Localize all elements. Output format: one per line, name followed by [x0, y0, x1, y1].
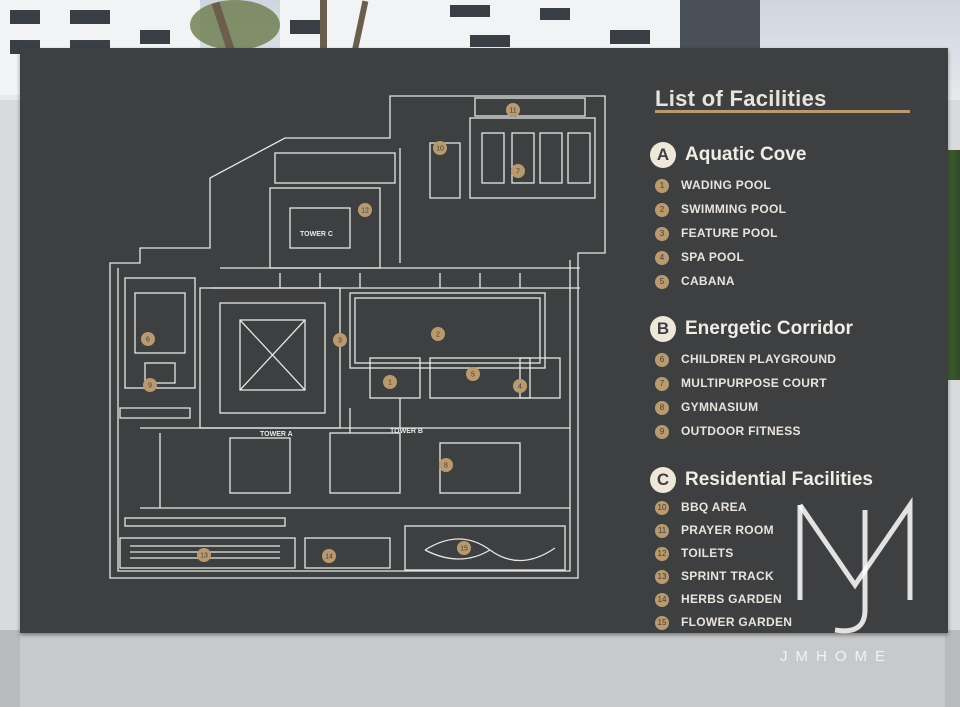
plan-pin: 8 [444, 463, 448, 470]
item-label: SPRINT TRACK [681, 569, 774, 583]
item-number: 7 [655, 377, 669, 391]
item-number: 11 [655, 524, 669, 538]
item-label: BBQ AREA [681, 500, 747, 514]
section-badge: A [650, 142, 676, 168]
plan-label-tower-b: TOWER B [390, 428, 423, 435]
item-number: 1 [655, 179, 669, 193]
item-label: TOILETS [681, 546, 734, 560]
item-number: 3 [655, 227, 669, 241]
plan-label-tower-c: TOWER C [300, 231, 333, 238]
item-label: WADING POOL [681, 178, 771, 192]
site-plan: TOWER C TOWER A TOWER B 1 2 3 4 5 6 7 8 … [109, 95, 606, 579]
item-label: SWIMMING POOL [681, 202, 787, 216]
item-label: FEATURE POOL [681, 226, 778, 240]
item-number: 10 [655, 501, 669, 515]
section-title: Residential Facilities [685, 469, 873, 490]
plan-pin: 2 [436, 332, 440, 339]
item-label: OUTDOOR FITNESS [681, 424, 801, 438]
item-number: 6 [655, 353, 669, 367]
item-number: 2 [655, 203, 669, 217]
item-label: HERBS GARDEN [681, 592, 782, 606]
item-number: 4 [655, 251, 669, 265]
tree-trunk [320, 0, 327, 55]
watermark-text: JMHOME [780, 648, 893, 665]
item-label: MULTIPURPOSE COURT [681, 376, 827, 390]
plan-pin: 14 [325, 554, 333, 561]
facility-sign-board: TOWER C TOWER A TOWER B 1 2 3 4 5 6 7 8 … [20, 48, 948, 633]
section-badge: B [650, 316, 676, 342]
plan-label-tower-a: TOWER A [260, 431, 293, 438]
item-label: CHILDREN PLAYGROUND [681, 352, 837, 366]
heading-underline [655, 110, 910, 113]
building-dark-block [680, 0, 760, 50]
item-number: 15 [655, 616, 669, 630]
plan-pin: 10 [436, 146, 444, 153]
plan-pin: 13 [200, 553, 208, 560]
item-number: 14 [655, 593, 669, 607]
facilities-heading: List of Facilities [655, 86, 827, 111]
item-number: 13 [655, 570, 669, 584]
tree-foliage [190, 0, 280, 50]
item-number: 8 [655, 401, 669, 415]
plan-pin: 5 [471, 372, 475, 379]
item-label: PRAYER ROOM [681, 523, 774, 537]
plan-pin: 6 [146, 337, 150, 344]
section-title: Energetic Corridor [685, 318, 853, 339]
section-badge: C [650, 467, 676, 493]
plan-pin: 3 [338, 338, 342, 345]
item-label: SPA POOL [681, 250, 745, 264]
item-number: 12 [655, 547, 669, 561]
jm-monogram-logo [797, 496, 913, 634]
plan-pin: 7 [516, 169, 520, 176]
plan-pin: 1 [388, 380, 392, 387]
item-label: GYMNASIUM [681, 400, 759, 414]
plan-pin: 11 [509, 108, 516, 115]
item-number: 9 [655, 425, 669, 439]
section-title: Aquatic Cove [685, 144, 807, 165]
item-label: CABANA [681, 274, 735, 288]
plan-pin: 15 [460, 546, 468, 553]
plan-pin: 4 [518, 384, 522, 391]
item-label: FLOWER GARDEN [681, 615, 793, 629]
plan-pin: 9 [148, 383, 152, 390]
plan-pin: 12 [361, 208, 369, 215]
item-number: 5 [655, 275, 669, 289]
